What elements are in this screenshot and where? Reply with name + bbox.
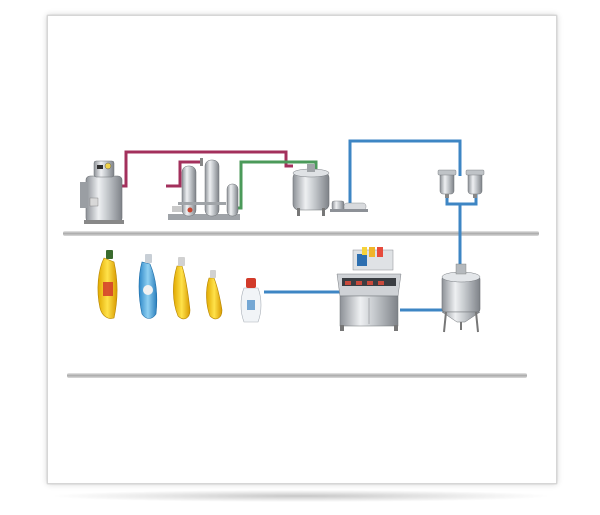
diagram-frame <box>47 15 557 484</box>
lower-shelf <box>67 373 527 378</box>
mixing-tank-icon <box>292 164 330 216</box>
upper-shelf <box>63 231 539 236</box>
pump-icon <box>330 200 368 212</box>
filling-machine-icon <box>336 247 402 331</box>
storage-tank-icon <box>441 263 481 333</box>
boiler-icon <box>80 160 124 224</box>
water-pipe <box>238 160 318 210</box>
spout-pouch-icon <box>97 250 262 323</box>
frame-shadow <box>55 490 547 502</box>
cartridge-filter-icon <box>437 169 485 198</box>
steam-pipe <box>122 150 293 188</box>
filter-tanks-icon <box>168 158 240 220</box>
